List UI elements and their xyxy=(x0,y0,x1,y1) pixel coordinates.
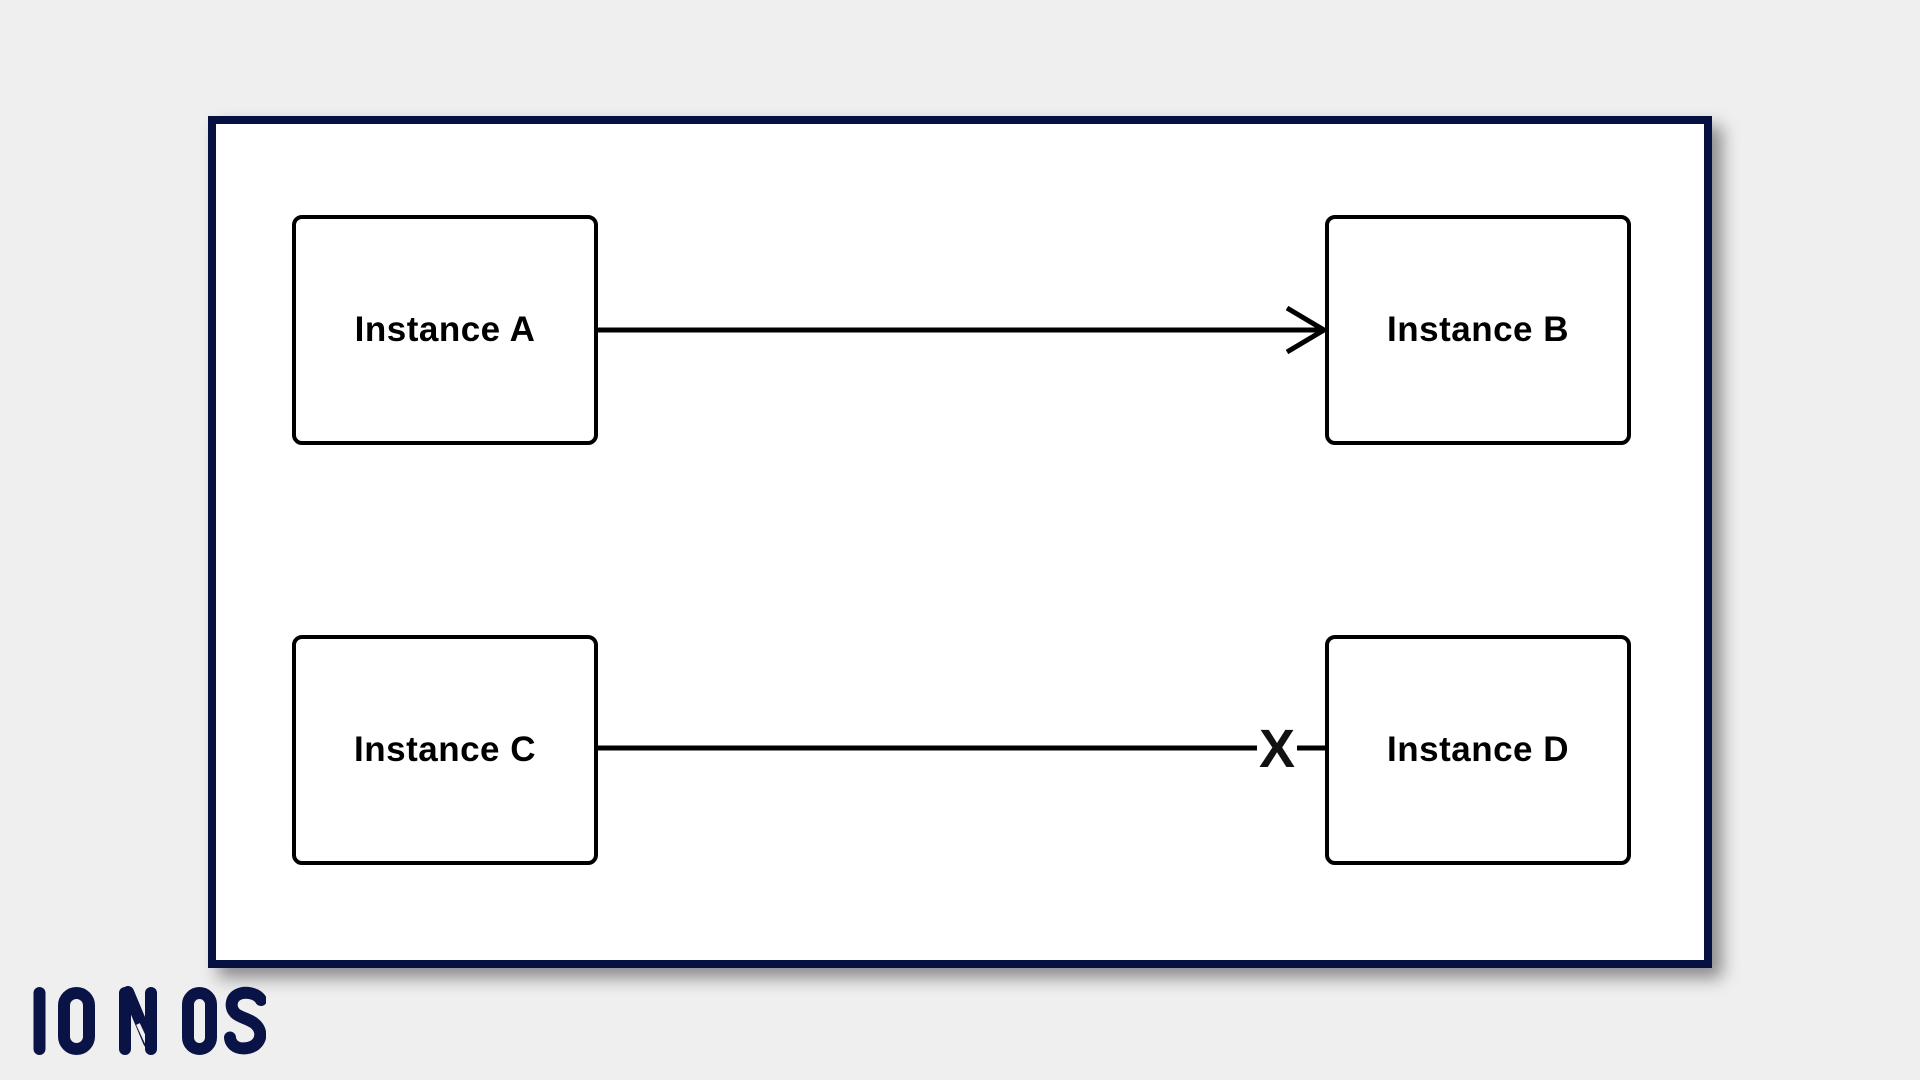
logo-letter-n xyxy=(119,986,157,1055)
logo-letter-o1 xyxy=(58,987,95,1055)
node-instance-a: Instance A xyxy=(292,215,598,445)
node-instance-d: Instance D xyxy=(1325,635,1631,865)
node-instance-b: Instance B xyxy=(1325,215,1631,445)
ionos-logo-glyphs xyxy=(33,986,266,1055)
node-instance-d-label: Instance D xyxy=(1387,730,1569,769)
ionos-logo: IONOS xyxy=(33,986,266,1056)
connection-a-to-b xyxy=(598,305,1329,355)
node-instance-a-label: Instance A xyxy=(354,310,536,349)
logo-letter-s xyxy=(224,986,266,1055)
node-instance-c: Instance C xyxy=(292,635,598,865)
logo-letter-o2 xyxy=(182,987,217,1055)
node-instance-b-label: Instance B xyxy=(1387,310,1569,349)
node-instance-c-label: Instance C xyxy=(354,730,536,769)
blocked-x-marker: X xyxy=(1259,719,1295,779)
diagram-panel: X Instance A Instance B Instance C Insta… xyxy=(208,116,1712,968)
connection-c-to-d: X xyxy=(598,719,1325,779)
arrowhead-icon xyxy=(1285,305,1329,355)
